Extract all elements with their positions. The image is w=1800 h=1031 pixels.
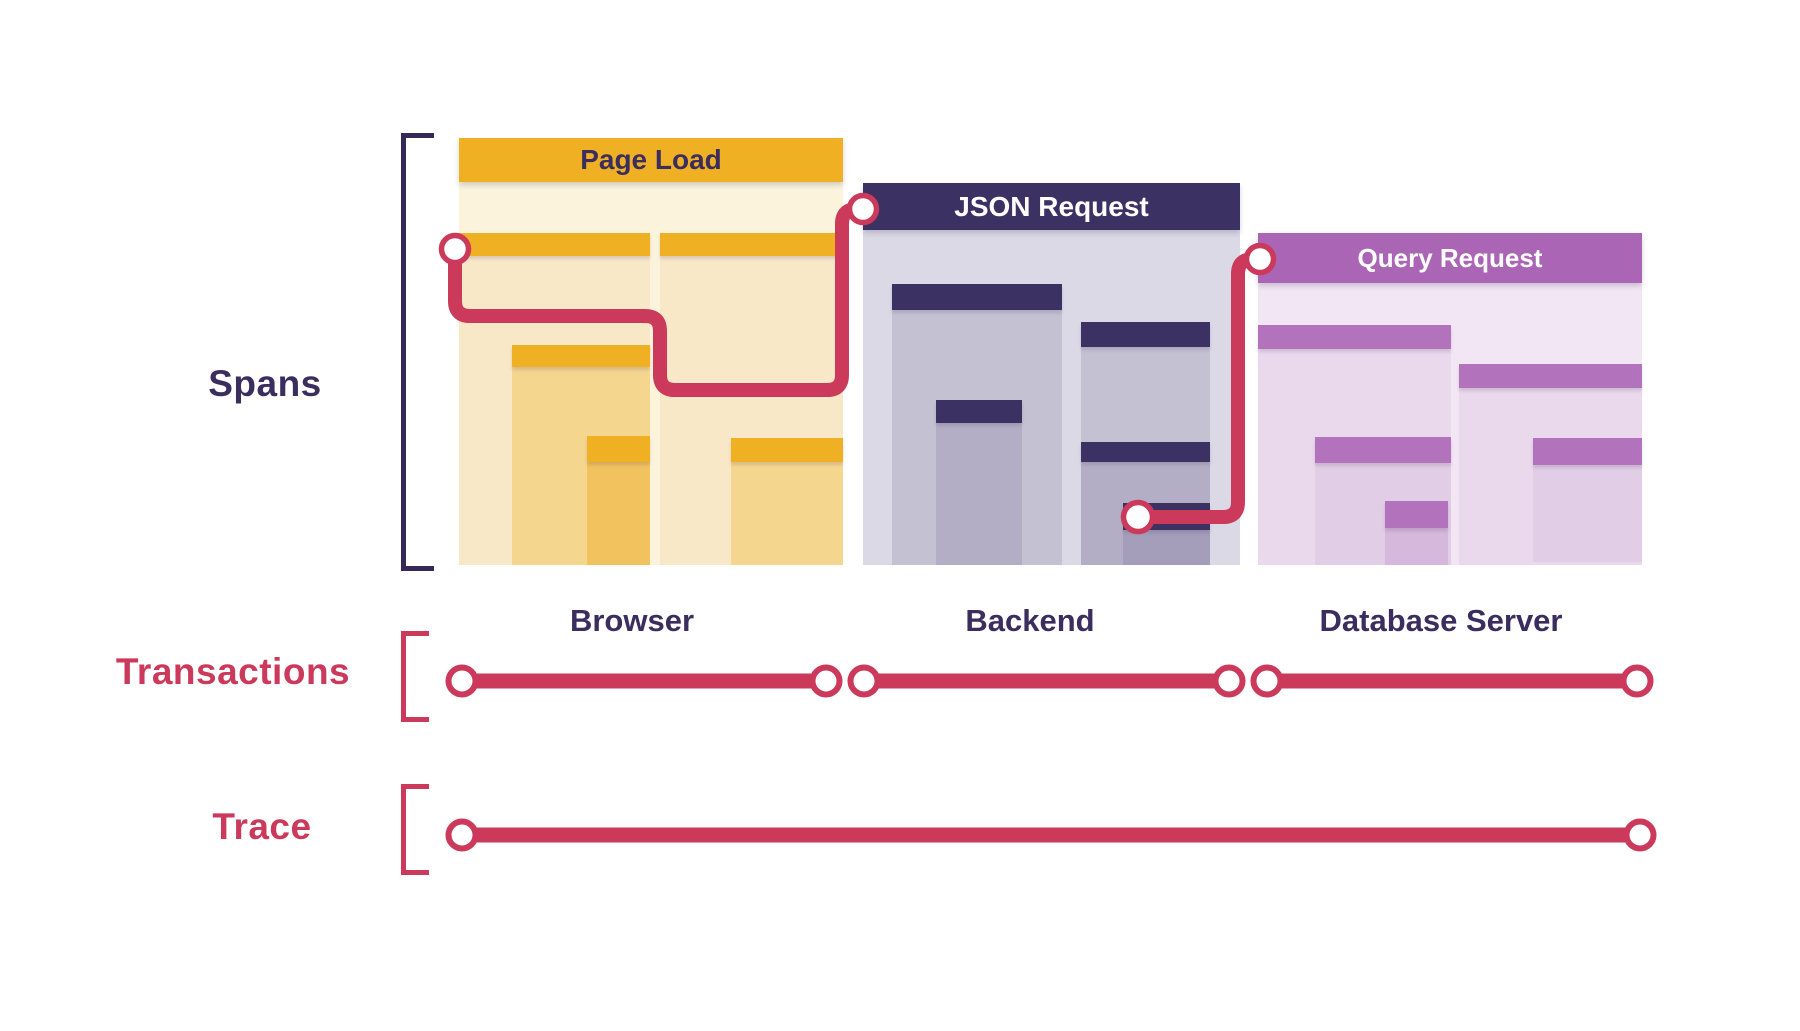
span-bar-header [1081,322,1210,347]
span-block-query-request: Query Request [1258,233,1642,565]
span-bar-header [1385,501,1448,528]
span-bar-header [459,233,650,256]
spans-bracket [401,133,434,571]
trace-bracket [401,784,429,875]
span-bar-header [512,345,650,367]
span-bar-header [1123,503,1210,530]
service-label-backend: Backend [965,603,1095,638]
span-bar-header [1315,437,1451,463]
transaction-node [1250,664,1284,698]
transaction-node [847,664,881,698]
span-bar-header [731,438,843,462]
span-bar-header [1258,325,1451,349]
spans-label: Spans [208,363,322,404]
span-bar [936,400,1022,565]
trace-node [445,818,479,852]
span-bar-header [1459,364,1642,388]
query-request-header: Query Request [1258,233,1642,283]
span-block-json-request: JSON Request [863,183,1240,565]
transactions-label: Transactions [115,651,351,692]
transaction-node [1620,664,1654,698]
transactions-bracket [401,631,429,722]
span-bar-header [660,233,843,256]
span-bar-header [936,400,1022,423]
span-bar-header [587,436,650,462]
service-label-database-server: Database Server [1319,603,1563,638]
trace-node [1623,818,1657,852]
service-label-browser: Browser [569,603,695,638]
span-bar [1385,501,1448,565]
span-bar [587,436,650,565]
transaction-node [1212,664,1246,698]
transaction-node [445,664,479,698]
json-request-header: JSON Request [863,183,1240,230]
span-bar-header [1081,442,1210,462]
span-bar [1533,438,1642,562]
span-block-page-load: Page Load [459,138,843,565]
trace-label: Trace [212,806,312,847]
span-bar [1123,503,1210,565]
page-load-header: Page Load [459,138,843,182]
span-bar-header [1533,438,1642,465]
span-bar-header [892,284,1062,310]
span-bar [731,438,843,565]
transaction-node [809,664,843,698]
